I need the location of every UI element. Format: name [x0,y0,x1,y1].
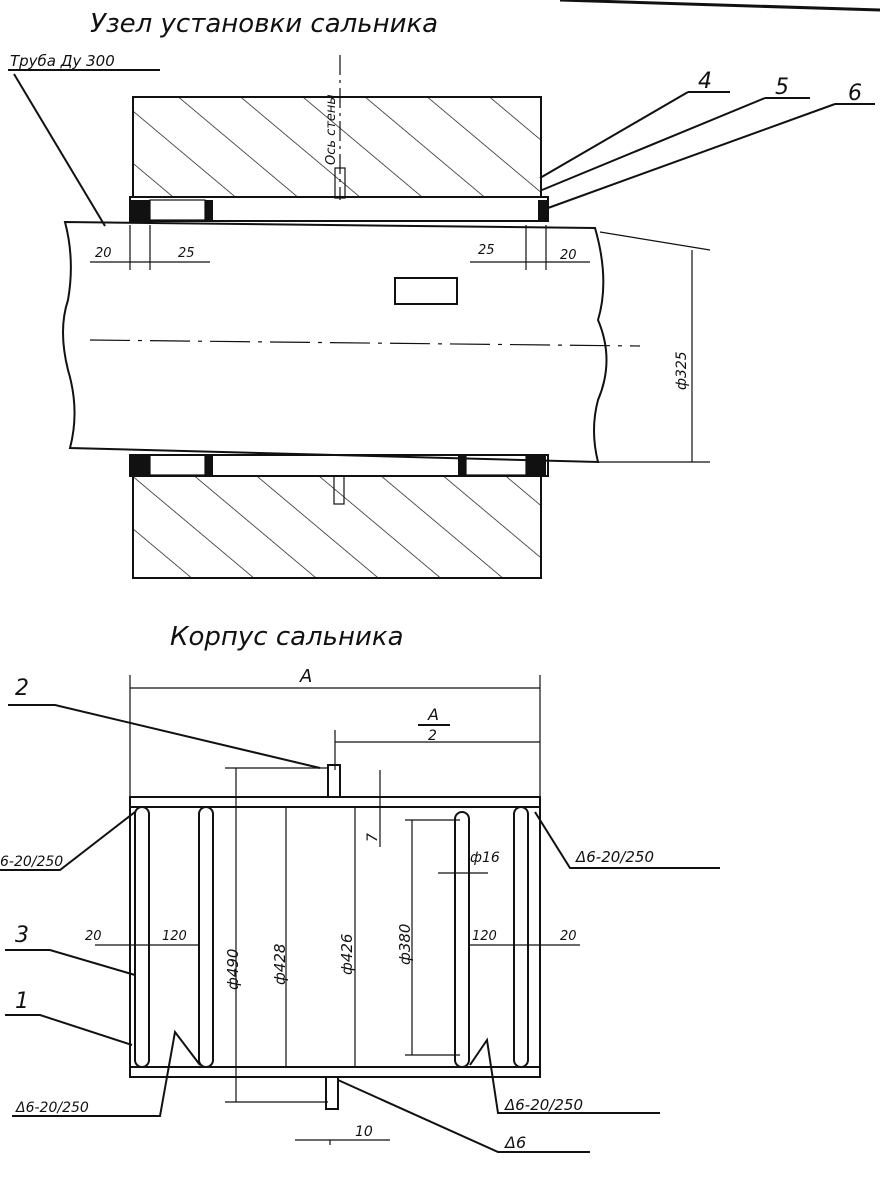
rib-bottom [325,1076,339,1110]
pipe-axis [89,339,641,347]
dim-d16: ф16 [470,850,500,866]
callout-4: 4 [698,69,712,94]
packing-left-upper [149,199,206,221]
top-view: Узел установки сальника Труба Ду 300 [8,9,875,579]
dim-A-half-numerator: A [427,705,439,724]
dim-right-20: 20 [560,929,577,944]
dim-A-half-denominator: 2 [428,728,437,744]
rib-upper [334,167,346,199]
leader-1 [5,1014,133,1046]
weld-top-left-leader [0,811,136,871]
weld-bottom-left: Δ6-20/250 [15,1100,89,1116]
seal-ring-left-upper [130,200,150,220]
weld-bottom-left-leader [12,1029,201,1117]
ring-4 [513,806,529,1068]
callout-6: 6 [848,81,862,106]
dim-d490: ф490 [224,949,242,990]
sleeve-upper [129,196,549,222]
callout-1: 1 [15,989,29,1014]
top-view-title: Узел установки сальника [90,9,438,39]
dim-d380: ф380 [396,924,414,965]
packing-section [394,277,458,305]
dim-A-lines [129,675,541,800]
dim-pipe-diameter: ф325 [674,351,690,390]
bottom-view-title: Корпус сальника [170,622,404,652]
sheet-border [559,0,880,12]
diameter-dim-lines [95,767,580,1145]
dim-right-20: 20 [560,248,577,263]
weld-rib: Δ6 [503,1133,526,1152]
rib-lower [333,475,345,505]
ring-1 [134,806,150,1068]
ring-right-lower [458,455,466,475]
ring-3 [454,811,470,1068]
dim-left-20: 20 [85,929,102,944]
bottom-view: Корпус сальника A A 2 [0,622,720,1153]
leader-4 [539,91,730,179]
packing-left-lower [149,454,206,476]
dim-left-120: 120 [162,929,187,944]
dim-d426: ф426 [338,934,356,975]
leader-2 [8,704,321,769]
shell-lower-wall [129,1066,541,1078]
wall-lower [132,475,542,579]
pipe [62,220,608,464]
leader-3 [5,949,136,976]
dim-right-120: 120 [472,929,497,944]
dim-rib-10: 10 [355,1124,373,1140]
leader-6 [547,103,875,209]
dim-left-20: 20 [95,246,112,261]
ring-left-upper [205,200,213,220]
seal-ring-right-upper [538,200,548,220]
pipe-label: Труба Ду 300 [10,52,115,70]
leader-5 [541,97,810,191]
top-dim-lines [90,225,711,463]
dim-right-25: 25 [478,243,495,258]
callout-2: 2 [15,676,29,701]
rib-top [327,764,341,798]
callout-5: 5 [775,75,789,100]
ring-left-lower [205,455,213,475]
dim-A: A [299,666,312,687]
shell-upper-wall [129,796,541,808]
dim-left-25: 25 [178,246,195,261]
seal-ring-right-lower [526,455,546,475]
weld-top-right-leader [534,811,720,869]
pipe-leader [13,73,106,227]
weld-bottom-right-leader [469,1037,660,1114]
wall-axis-label: Ось стены [324,94,339,165]
ring-2 [198,806,214,1068]
weld-top-right: Δ6-20/250 [575,848,654,866]
seal-ring-left-lower [130,455,150,475]
weld-rib-leader [337,1079,590,1153]
weld-bottom-right: Δ6-20/250 [504,1096,583,1114]
dim-d428: ф428 [271,944,289,985]
weld-top-left: 6-20/250 [0,854,63,870]
callout-3: 3 [15,923,29,948]
dim-gap-7: 7 [365,833,381,842]
